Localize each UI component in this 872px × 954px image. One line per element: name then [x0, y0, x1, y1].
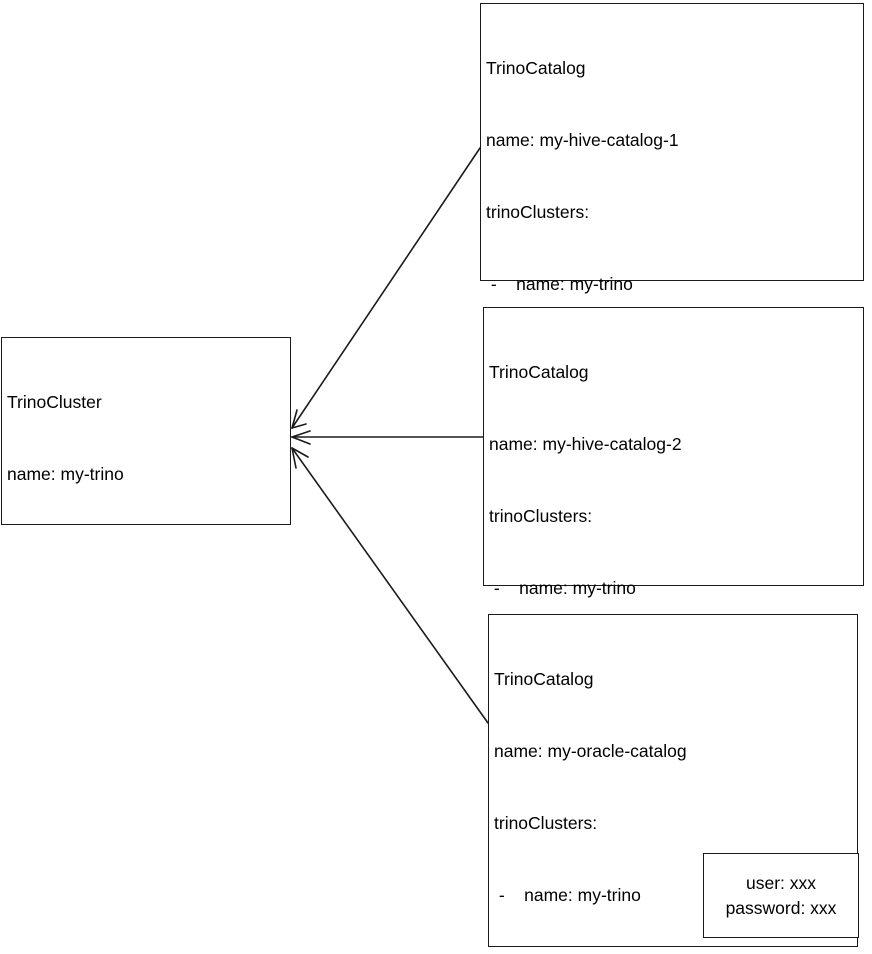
node-oracle-catalog[interactable]: TrinoCatalog name: my-oracle-catalog tri…: [488, 614, 859, 947]
node-oracle-catalog-line-3: - name: my-trino: [494, 885, 641, 905]
node-credentials-secret[interactable]: user: xxx password: xxx: [703, 853, 859, 938]
node-trino-cluster[interactable]: TrinoCluster name: my-trino: [1, 337, 291, 525]
node-oracle-catalog-line-1: name: my-oracle-catalog: [494, 741, 687, 761]
node-hive-catalog-2-line-0: TrinoCatalog: [489, 362, 589, 382]
node-credentials-secret-line-0: user: xxx: [745, 872, 817, 893]
node-hive-catalog-1-line-0: TrinoCatalog: [486, 58, 586, 78]
edge-hive-catalog-2-to-cluster: [291, 430, 484, 445]
node-hive-catalog-2-line-1: name: my-hive-catalog-2: [489, 434, 682, 454]
node-hive-catalog-2-line-2: trinoClusters:: [489, 506, 593, 526]
node-hive-catalog-1-line-1: name: my-hive-catalog-1: [486, 130, 679, 150]
edge-oracle-catalog-to-cluster: [291, 447, 489, 724]
node-oracle-catalog-line-0: TrinoCatalog: [494, 669, 594, 689]
node-hive-catalog-1-line-2: trinoClusters:: [486, 202, 590, 222]
node-hive-catalog-1[interactable]: TrinoCatalog name: my-hive-catalog-1 tri…: [480, 3, 864, 654]
node-trino-cluster-line-0: TrinoCluster: [7, 392, 102, 412]
node-trino-cluster-text: TrinoCluster name: my-trino: [7, 342, 288, 534]
edge-hive-catalog-1-to-cluster: [291, 147, 481, 429]
node-credentials-secret-line-1: password: xxx: [725, 897, 837, 918]
node-hive-catalog-1-line-3: - name: my-trino: [486, 274, 633, 294]
node-oracle-catalog-text: TrinoCatalog name: my-oracle-catalog tri…: [494, 619, 855, 954]
node-trino-cluster-line-1: name: my-trino: [7, 464, 124, 484]
node-oracle-catalog-line-2: trinoClusters:: [494, 813, 598, 833]
node-hive-catalog-2-line-3: - name: my-trino: [489, 578, 636, 598]
node-hive-catalog-2[interactable]: TrinoCatalog name: my-hive-catalog-2 tri…: [483, 307, 864, 886]
